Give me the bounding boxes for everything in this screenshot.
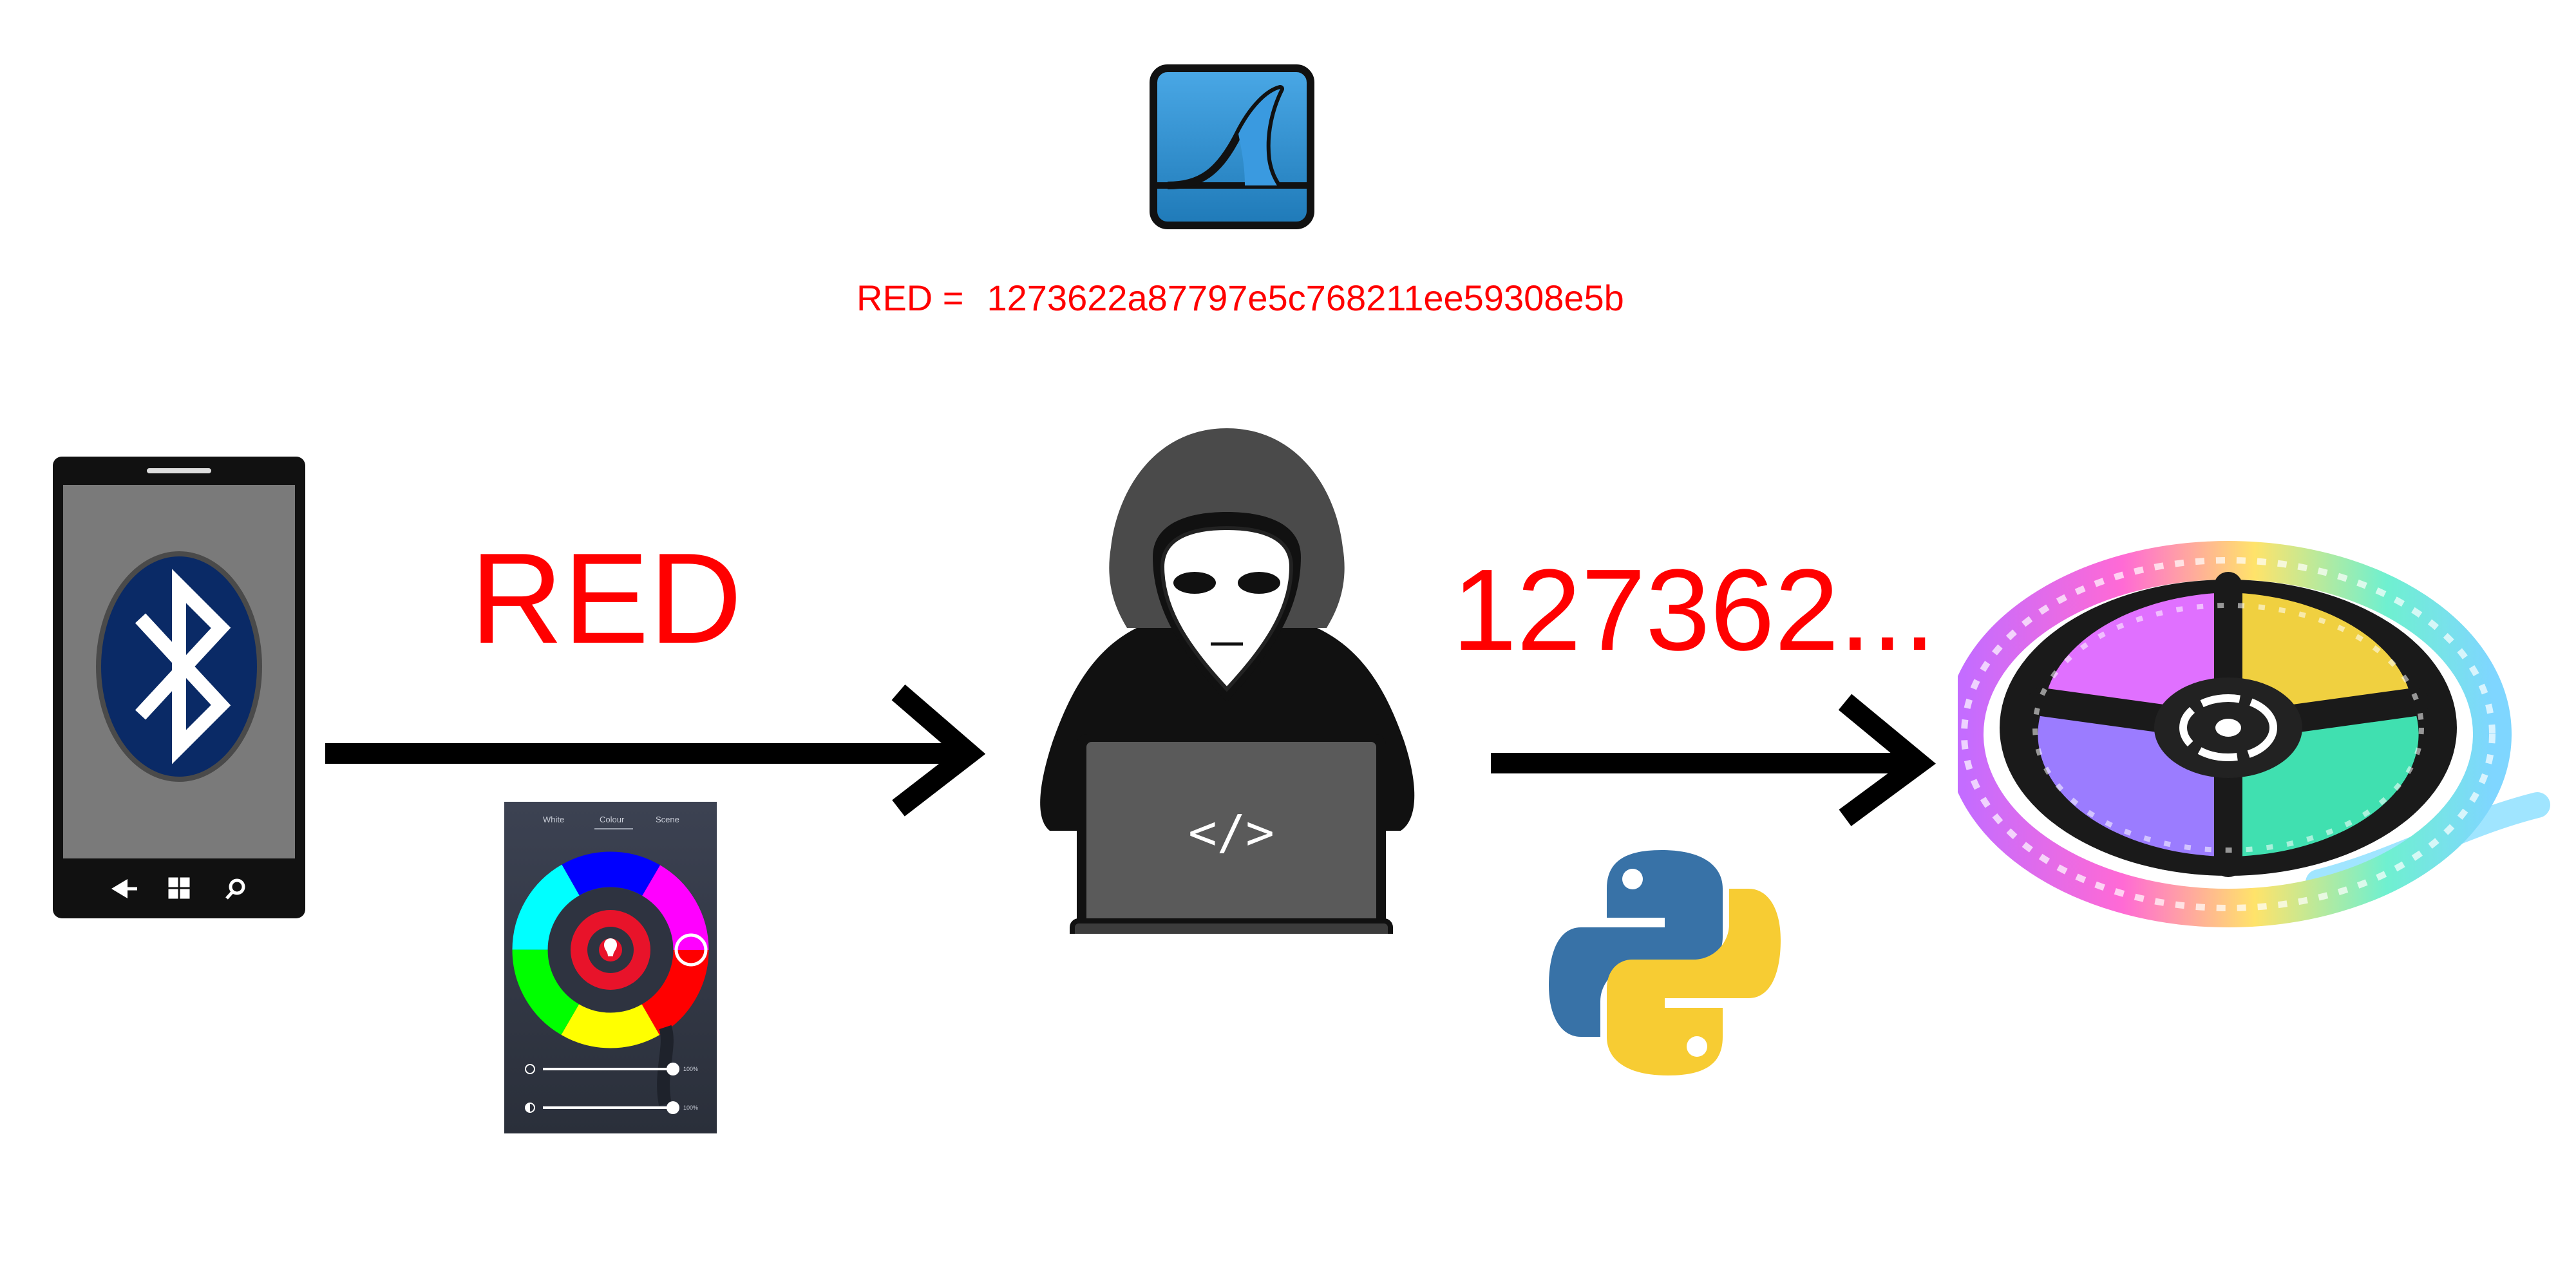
- arrow-hacker-to-strip: [1491, 694, 1936, 826]
- arrow-phone-to-hacker: [325, 684, 985, 817]
- brightness-slider[interactable]: 100%: [525, 1063, 698, 1075]
- rgb-led-strip-reel: [1958, 541, 2550, 927]
- app-tab-colour[interactable]: Colour: [600, 815, 625, 824]
- python-logo-icon: [1549, 850, 1781, 1075]
- wireshark-fin-icon: [1150, 64, 1314, 229]
- bluetooth-phone-icon: [53, 457, 305, 918]
- app-tab-scene[interactable]: Scene: [656, 815, 679, 824]
- sniffed-mapping-label: RED = 1273622a87797e5c768211ee59308e5b: [857, 277, 1624, 319]
- code-symbol: </>: [1188, 805, 1274, 860]
- command-label: RED: [470, 527, 743, 670]
- led-app-screen: White Colour Scene 100% 100%: [504, 802, 717, 1133]
- contrast-percent: 100%: [683, 1104, 698, 1111]
- hex-payload-label: 127362...: [1452, 545, 1936, 675]
- hooded-hacker-icon: </>: [1040, 428, 1415, 934]
- brightness-percent: 100%: [683, 1066, 698, 1072]
- colour-wheel[interactable]: [512, 851, 709, 1048]
- mapping-key: RED =: [857, 278, 964, 318]
- mapping-hex-value: 1273622a87797e5c768211ee59308e5b: [987, 278, 1624, 318]
- app-tab-white[interactable]: White: [543, 815, 564, 824]
- contrast-slider[interactable]: 100%: [525, 1101, 698, 1114]
